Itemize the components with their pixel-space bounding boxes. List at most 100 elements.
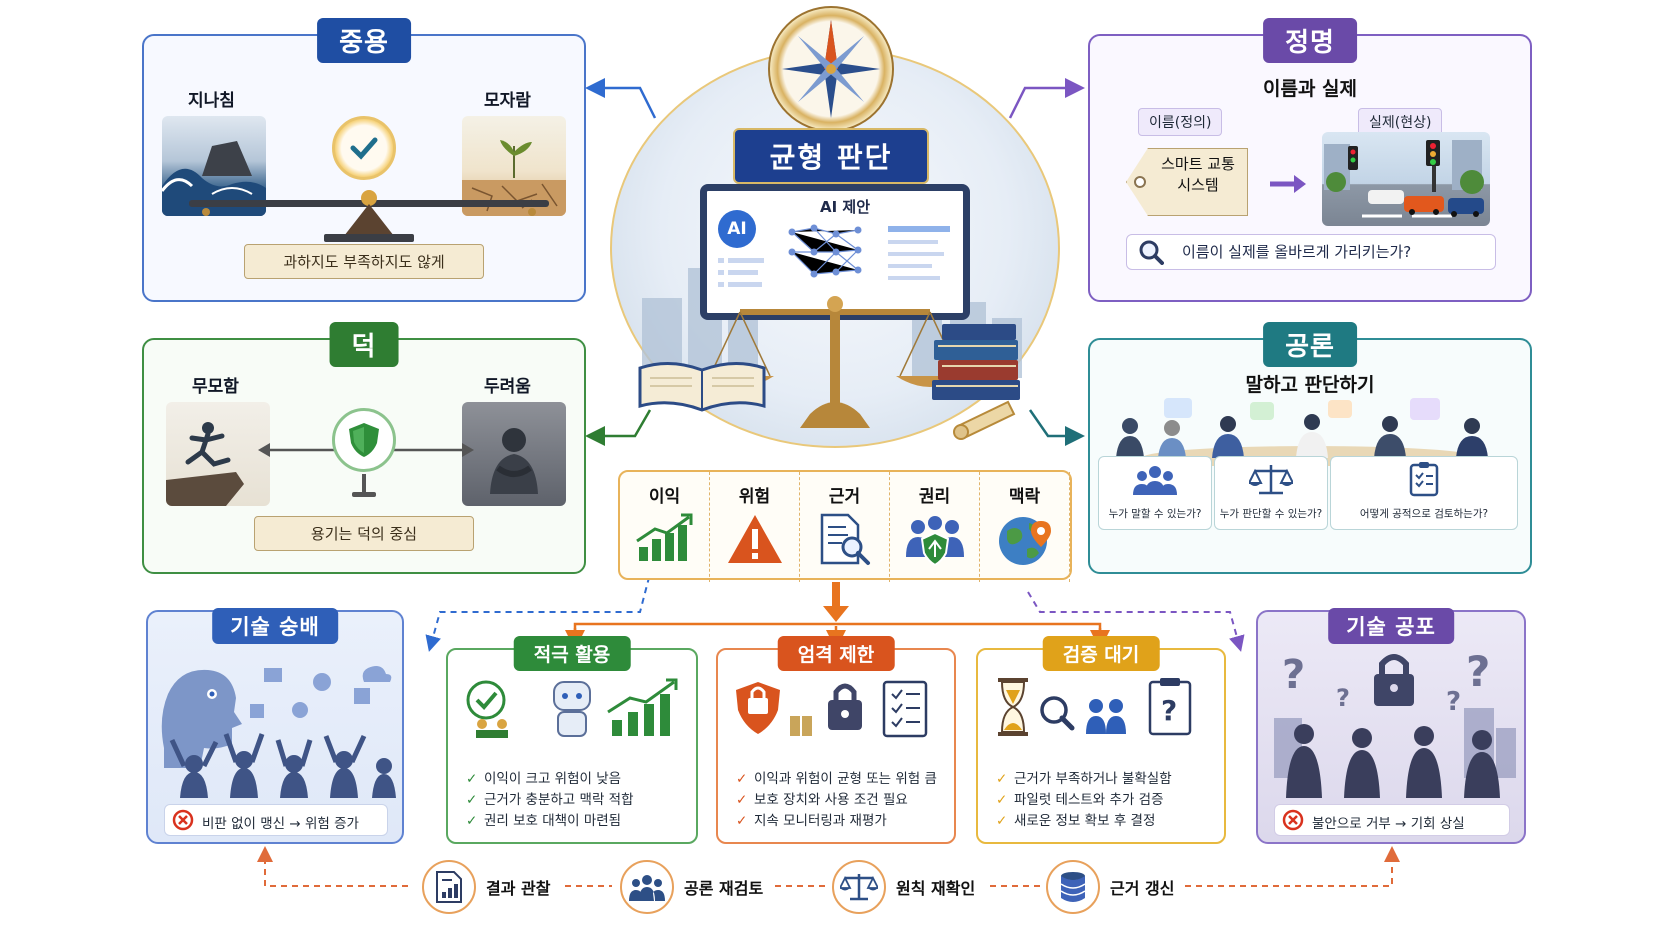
shield-stand (352, 474, 376, 497)
criteria-rights: 권리 (890, 472, 980, 582)
fearful-person-image (462, 402, 566, 506)
recklessness-label: 무모함 (192, 377, 239, 397)
checklist-icon (1409, 462, 1439, 497)
criteria-rights-label: 권리 (918, 487, 951, 507)
svg-text:?: ? (1282, 652, 1305, 698)
who-speaks-question: 누가 말할 수 있는가? (1108, 508, 1202, 520)
bullet-item: ✓이익과 위험이 균형 또는 위험 큼 (736, 771, 937, 787)
criteria-evidence-label: 근거 (828, 487, 861, 507)
tech-worship-panel: 기술 숭배 비판 없이 맹신 → 위험 증가 (146, 608, 404, 844)
option-wait-verification-bullets: ✓근거가 부족하거나 불확실함 ✓파일럿 테스트와 추가 검증 ✓새로운 정보 … (996, 769, 1172, 832)
bullet-item: ✓지속 모니터링과 재평가 (736, 813, 887, 829)
bullet-item: ✓보호 장치와 사용 조건 필요 (736, 792, 908, 808)
loop-principle-recheck: 원칙 재확인 (832, 860, 975, 914)
check-badge-icon (332, 116, 396, 180)
virtue-banner: 용기는 덕의 중심 (254, 516, 474, 551)
who-judges-question: 누가 판단할 수 있는가? (1219, 508, 1323, 520)
svg-text:?: ? (1446, 687, 1461, 717)
tech-worship-title: 기술 숭배 (212, 608, 338, 644)
public-review-chip: 어떻게 공적으로 검토하는가? (1330, 456, 1518, 530)
option-strict-limit: 엄격 제한 ✓이익과 위험이 균형 또는 위험 큼 ✓보호 장치와 사용 조건 … (716, 636, 956, 844)
shield-icon (332, 408, 396, 472)
svg-text:?: ? (1466, 648, 1490, 696)
svg-text:?: ? (1336, 684, 1350, 712)
loop-discourse-review-label: 공론 재검토 (684, 879, 764, 898)
who-judges-chip: 누가 판단할 수 있는가? (1214, 456, 1328, 530)
globe-pin-icon (998, 517, 1051, 565)
loop-observe-results: 결과 관찰 (422, 860, 550, 914)
virtue-panel: 덕 무모함 두려움 용기는 덕의 중심 (142, 322, 586, 574)
rectification-question: 이름이 실제를 올바르게 가리키는가? (1182, 243, 1412, 261)
lock-shield-icon (736, 680, 928, 738)
worship-warning-box (164, 804, 388, 836)
rectification-panel: 정명 이름과 실제 이름(정의) 실제(현상) 스마트 교통 시스템 이름이 실… (1088, 18, 1532, 302)
public-review-question: 어떻게 공적으로 검토하는가? (1359, 508, 1489, 520)
name-tag (1126, 148, 1248, 216)
loop-evidence-update-label: 근거 갱신 (1110, 879, 1175, 898)
tech-fear-title: 기술 공포 (1328, 608, 1454, 644)
public-discourse-subtitle: 말하고 판단하기 (1245, 374, 1375, 396)
scales-icon (832, 860, 886, 914)
name-tag-text: 스마트 교통 시스템 (1161, 155, 1235, 194)
who-speaks-chip: 누가 말할 수 있는가? (1098, 456, 1212, 530)
criteria-risk: 위험 (710, 472, 800, 582)
bullet-item: ✓새로운 정보 확보 후 결정 (996, 813, 1156, 829)
tech-fear-panel: 기술 공포 ???? 불안으로 거부 → 기회 상실 (1256, 608, 1526, 844)
option-active-use-title: 적극 활용 (513, 636, 631, 671)
robot-growth-icon (466, 678, 678, 738)
error-x-icon (172, 809, 194, 831)
error-x-icon (1282, 809, 1304, 831)
bullet-item: ✓권리 보호 대책이 마련됨 (466, 813, 622, 829)
open-book-icon (638, 361, 766, 412)
virtue-title: 덕 (329, 322, 399, 367)
search-icon (1139, 240, 1164, 265)
option-active-use-bullets: ✓이익이 크고 위험이 낮음 ✓근거가 충분하고 맥락 적합 ✓권리 보호 대책… (466, 769, 634, 832)
arrow-right-icon (1270, 175, 1306, 193)
doctrine-of-mean-panel: 중용 지나침 모자람 과하지도 부족하지도 않게 (142, 18, 586, 302)
fear-warning-text: 불안으로 거부 → 기회 상실 (1312, 816, 1465, 832)
tag-hole-icon (1134, 176, 1146, 188)
bullet-item: ✓근거가 충분하고 맥락 적합 (466, 792, 634, 808)
rectification-subtitle: 이름과 실제 (1262, 78, 1357, 100)
criteria-risk-label: 위험 (738, 487, 771, 507)
rights-shield-icon (905, 516, 964, 567)
criteria-benefit-label: 이익 (648, 487, 681, 507)
fear-label: 두려움 (484, 377, 531, 397)
data-lines-icon (888, 226, 950, 280)
database-icon (1046, 860, 1100, 914)
seesaw-icon (189, 190, 549, 242)
traffic-street-image (1322, 132, 1490, 226)
ai-proposal-label: AI 제안 (819, 198, 870, 216)
name-definition-tab: 이름(정의) (1138, 108, 1223, 136)
bullet-item: ✓파일럿 테스트와 추가 검증 (996, 792, 1164, 808)
option-strict-limit-title: 엄격 제한 (777, 636, 895, 671)
report-chart-icon (422, 860, 476, 914)
deficiency-label: 모자람 (484, 91, 531, 111)
option-strict-limit-bullets: ✓이익과 위험이 균형 또는 위험 큼 ✓보호 장치와 사용 조건 필요 ✓지속… (736, 769, 937, 832)
criteria-evidence: 근거 (800, 472, 890, 582)
loop-discourse-review: 공론 재검토 (620, 860, 763, 914)
neural-network-icon (788, 224, 862, 278)
rectification-title: 정명 (1263, 18, 1357, 63)
option-wait-verification: 검증 대기 ? ✓근거가 부족하거나 불확실함 ✓파일럿 테스트와 추가 검증 … (976, 636, 1226, 844)
center-title: 균형 판단 (733, 128, 929, 184)
loop-observe-results-label: 결과 관찰 (486, 879, 551, 898)
option-active-use: 적극 활용 ✓이익이 크고 위험이 낮음 ✓근거가 충분하고 맥락 적합 ✓권리… (446, 636, 698, 844)
list-lines-icon (718, 258, 764, 287)
bullet-item: ✓근거가 부족하거나 불확실함 (996, 771, 1172, 787)
doctrine-of-mean-title: 중용 (317, 18, 411, 63)
public-discourse-title: 공론 (1263, 322, 1357, 367)
compass-needle (782, 20, 880, 118)
criteria-context: 맥락 (980, 472, 1070, 582)
mean-banner: 과하지도 부족하지도 않게 (244, 244, 484, 279)
cliff-jumper-image (166, 402, 270, 506)
document-search-icon (820, 513, 870, 565)
hourglass-search-icon: ? (998, 678, 1192, 736)
svg-text:?: ? (1161, 694, 1177, 727)
loop-principle-recheck-label: 원칙 재확인 (896, 879, 976, 898)
fear-warning-box (1274, 804, 1510, 836)
people-group-icon (1133, 466, 1177, 495)
scroll-icon (953, 400, 1016, 440)
excess-label: 지나침 (188, 91, 235, 111)
